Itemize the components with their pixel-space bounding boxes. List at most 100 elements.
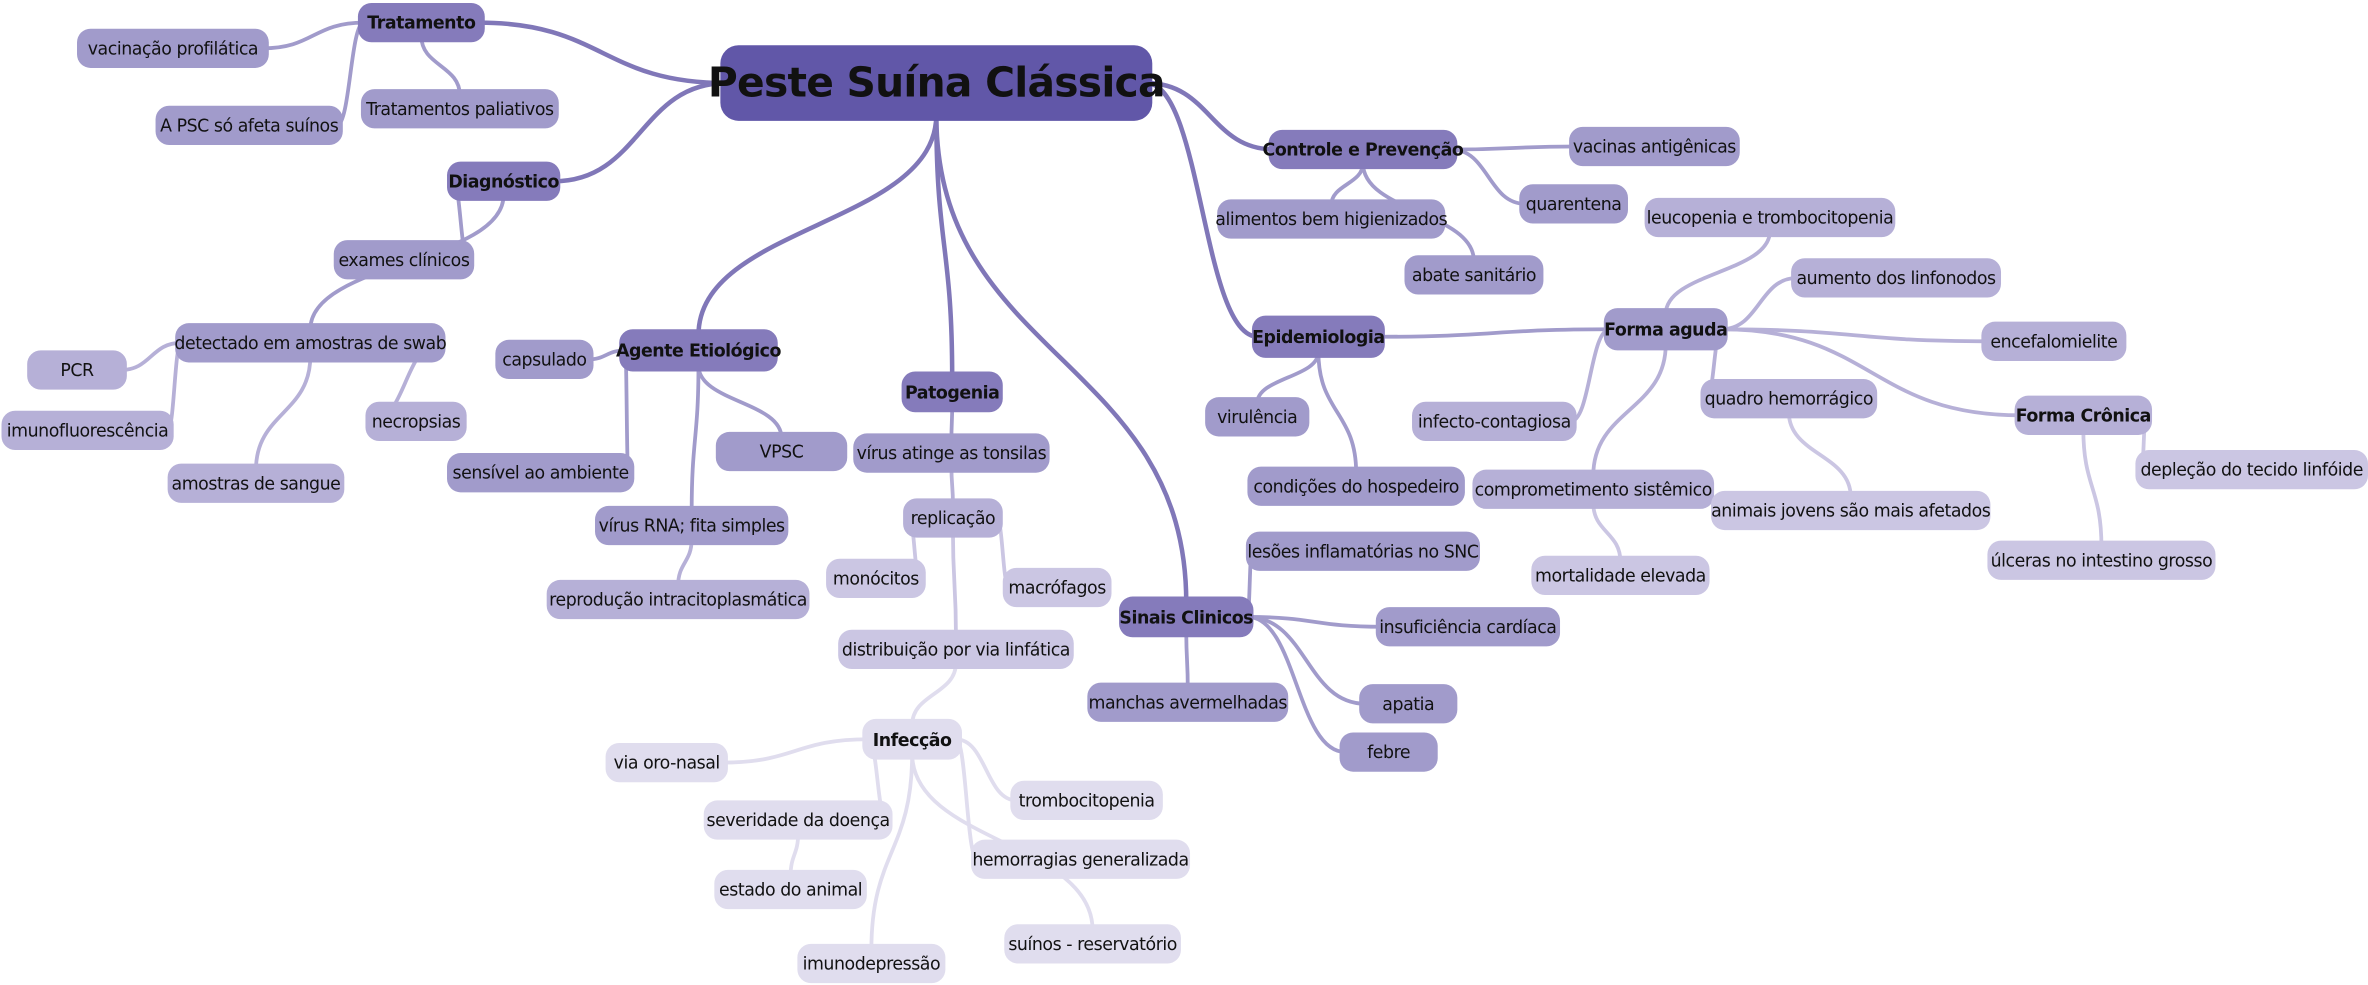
subtopic-vacant[interactable]: vacinas antigênicas: [1569, 126, 1740, 167]
main-topic-agente[interactable]: Agente Etiológico: [615, 329, 781, 372]
subtopic-leuco[interactable]: leucopenia e trombocitopenia: [1644, 197, 1896, 238]
subtopic-jovens[interactable]: animais jovens são mais afetados: [1711, 490, 1991, 531]
subtopic-imuno[interactable]: imunofluorescência: [1, 410, 174, 451]
subtopic-swab[interactable]: detectado em amostras de swab: [174, 323, 447, 363]
connector-infec-oro: [719, 737, 871, 765]
topic-label: mortalidade elevada: [1535, 564, 1706, 586]
subtopic-encef[interactable]: encefalomielite: [1981, 321, 2127, 361]
topic-label: vírus atinge as tonsilas: [856, 442, 1047, 464]
subtopic-repro[interactable]: reprodução intracitoplasmática: [546, 579, 810, 620]
subtopic-mort[interactable]: mortalidade elevada: [1531, 555, 1710, 596]
topic-label: replicação: [910, 507, 996, 529]
subtopic-hemo[interactable]: hemorragias generalizada: [971, 839, 1191, 879]
topic-label: VPSC: [759, 440, 804, 463]
topic-label: aumento dos linfonodos: [1796, 267, 1996, 289]
subtopic-palia[interactable]: Tratamentos paliativos: [360, 89, 559, 129]
main-topic-pato[interactable]: Patogenia: [901, 371, 1003, 413]
subtopic-cronica[interactable]: Forma Crônica: [2014, 395, 2153, 435]
subtopic-viru[interactable]: virulência: [1205, 397, 1310, 437]
connector-trat-palia: [419, 34, 462, 98]
subtopic-vacprof[interactable]: vacinação profilática: [77, 28, 269, 68]
subtopic-lesoes[interactable]: lesões inflamatórias no SNC: [1245, 531, 1480, 571]
subtopic-dist[interactable]: distribuição por via linfática: [838, 629, 1074, 670]
topic-label: exames clínicos: [338, 249, 470, 271]
subtopic-exames[interactable]: exames clínicos: [333, 240, 475, 280]
topic-label: macrófagos: [1008, 576, 1106, 599]
topic-label: insuficiência cardíaca: [1379, 616, 1557, 638]
main-topic-trat[interactable]: Tratamento: [357, 3, 485, 43]
topic-label: Patogenia: [904, 381, 1000, 403]
subtopic-quadro[interactable]: quadro hemorrágico: [1700, 379, 1878, 419]
subtopic-insuf[interactable]: insuficiência cardíaca: [1375, 607, 1561, 647]
topic-label: Diagnóstico: [448, 170, 559, 192]
connector-swab-pcr: [118, 340, 184, 372]
subtopic-psc[interactable]: A PSC só afeta suínos: [155, 105, 343, 145]
subtopic-mono[interactable]: monócitos: [826, 558, 926, 599]
subtopic-suinos[interactable]: suínos - reservatório: [1004, 924, 1181, 964]
main-topic-epi[interactable]: Epidemiologia: [1251, 315, 1385, 358]
connector-aguda-linf: [1719, 275, 1800, 332]
connector-sinais-febre: [1245, 615, 1348, 754]
topic-label: estado do animal: [719, 878, 863, 901]
subtopic-rna[interactable]: vírus RNA; fita simples: [595, 505, 789, 546]
topic-label: vírus RNA; fita simples: [598, 514, 785, 537]
connector-aguda-cronica: [1719, 327, 2023, 418]
subtopic-linf[interactable]: aumento dos linfonodos: [1791, 258, 2002, 298]
main-topic-ctrl[interactable]: Controle e Prevenção: [1263, 129, 1464, 170]
topic-label: febre: [1367, 741, 1411, 763]
subtopic-aguda[interactable]: Forma aguda: [1603, 308, 1728, 351]
connector-repl-dist: [951, 529, 958, 638]
connector-quadro-jovens: [1786, 410, 1853, 499]
connector-root-trat: [476, 20, 729, 86]
subtopic-imunod[interactable]: imunodepressão: [797, 943, 946, 984]
main-topic-diag[interactable]: Diagnóstico: [447, 161, 561, 201]
subtopic-macro[interactable]: macrófagos: [1002, 567, 1112, 608]
main-topic-sinais[interactable]: Sinais Clinicos: [1119, 596, 1254, 638]
subtopic-abate[interactable]: abate sanitário: [1404, 255, 1544, 295]
topic-label: Infecção: [872, 728, 952, 750]
subtopic-caps[interactable]: capsulado: [495, 339, 594, 380]
subtopic-sev[interactable]: severidade da doença: [703, 800, 893, 840]
connector-infec-tromb: [954, 737, 1019, 803]
subtopic-ulc[interactable]: úlceras no intestino grosso: [1987, 540, 2216, 580]
topic-label: infecto-contagiosa: [1417, 410, 1571, 432]
connector-ctrl-vacant: [1449, 144, 1578, 152]
subtopic-vpsc[interactable]: VPSC: [715, 431, 848, 472]
topic-label: amostras de sangue: [171, 472, 341, 494]
subtopic-deple[interactable]: depleção do tecido linfóide: [2135, 450, 2368, 490]
subtopic-necro[interactable]: necropsias: [365, 401, 467, 441]
subtopic-pcr[interactable]: PCR: [27, 350, 127, 390]
subtopic-repl[interactable]: replicação: [903, 498, 1003, 538]
subtopic-tromb[interactable]: trombocitopenia: [1010, 780, 1163, 821]
topic-label: encefalomielite: [1990, 330, 2118, 352]
subtopic-infec[interactable]: Infecção: [862, 718, 962, 760]
subtopic-apatia[interactable]: apatia: [1359, 684, 1458, 724]
topic-label: abate sanitário: [1411, 264, 1537, 286]
topic-label: Agente Etiológico: [615, 339, 781, 361]
connector-swab-sangue: [254, 354, 313, 472]
topic-label: Forma Crônica: [2015, 404, 2152, 426]
connector-infec-hemo: [954, 737, 979, 862]
connector-trat-psc: [334, 20, 366, 128]
topic-label: Controle e Prevenção: [1262, 138, 1464, 161]
subtopic-manchas[interactable]: manchas avermelhadas: [1087, 682, 1289, 722]
subtopic-infcont[interactable]: infecto-contagiosa: [1412, 401, 1577, 441]
subtopic-sens[interactable]: sensível ao ambiente: [447, 453, 635, 493]
topic-label: capsulado: [502, 348, 587, 370]
subtopic-estado[interactable]: estado do animal: [714, 869, 867, 910]
subtopic-quar[interactable]: quarentena: [1519, 184, 1628, 224]
subtopic-comp[interactable]: comprometimento sistêmico: [1472, 469, 1715, 509]
connector-sinais-manchas: [1184, 629, 1190, 691]
subtopic-alim[interactable]: alimentos bem higienizados: [1215, 199, 1448, 239]
topic-label: reprodução intracitoplasmática: [549, 588, 807, 611]
subtopic-sangue[interactable]: amostras de sangue: [167, 463, 345, 503]
central-topic[interactable]: Peste Suína Clássica: [708, 45, 1165, 121]
subtopic-oro[interactable]: via oro-nasal: [605, 743, 728, 783]
subtopic-tons[interactable]: vírus atinge as tonsilas: [853, 433, 1050, 473]
connector-aguda-encef: [1719, 327, 1990, 344]
topic-label: sensível ao ambiente: [452, 462, 630, 484]
subtopic-febre[interactable]: febre: [1339, 732, 1438, 772]
subtopic-hosp[interactable]: condições do hospedeiro: [1247, 466, 1465, 506]
